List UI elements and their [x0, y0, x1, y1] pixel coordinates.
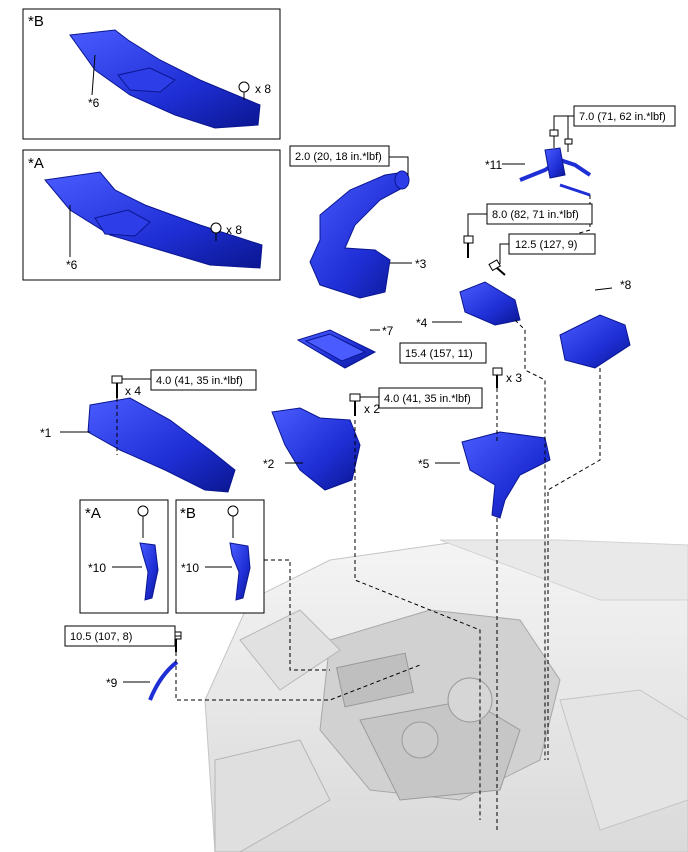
part-label-4: *4: [416, 316, 428, 330]
clip-icon: [210, 81, 250, 241]
bolt-icon: [349, 393, 361, 416]
part-4-ecu-bracket: [459, 281, 521, 326]
detail-b-part-label: *10: [181, 561, 199, 575]
torque-label-part-9: 10.5 (107, 8): [70, 631, 132, 643]
bolt-icon: [463, 235, 506, 276]
qty-label-part-2: x 2: [364, 402, 380, 416]
torque-callouts: [64, 105, 676, 647]
torque-label-part-1: 4.0 (41, 35 in.*lbf): [156, 375, 243, 387]
part-label-3: *3: [415, 257, 427, 271]
part-1-duct: [87, 397, 236, 493]
part-label-9: *9: [106, 676, 118, 690]
torque-label-part-4a: 8.0 (82, 71 in.*lbf): [492, 209, 579, 221]
qty-label-part-5: x 3: [506, 371, 522, 385]
detail-b-tag: *B: [180, 505, 196, 522]
part-10-hose: [137, 505, 251, 601]
torque-label-part-2: 4.0 (41, 35 in.*lbf): [384, 393, 471, 405]
part-label-5: *5: [418, 457, 430, 471]
bolt-icon: [111, 375, 123, 398]
part-9-hose: [148, 660, 179, 701]
part-11-wire-harness: [519, 147, 592, 197]
leader-lines: [60, 54, 613, 683]
part-label-7: *7: [382, 324, 394, 338]
detail-a-tag: *A: [85, 505, 101, 522]
part-8-cover: [559, 314, 631, 369]
inset-a-qty: x 8: [226, 223, 242, 237]
qty-label-part-1: x 4: [125, 384, 141, 398]
inset-b-tag: *B: [28, 13, 44, 30]
engine-compartment-illustration: [204, 539, 688, 852]
bolt-icon: [492, 367, 503, 388]
part-5-battery-tray: [461, 431, 551, 519]
inset-a-part-label: *6: [66, 258, 78, 272]
torque-label-part-11: 7.0 (71, 62 in.*lbf): [579, 111, 666, 123]
part-label-8: *8: [620, 278, 632, 292]
part-2-air-cleaner-case: [271, 407, 361, 491]
detail-a-part-label: *10: [88, 561, 106, 575]
dashed-guide-lines: [116, 195, 601, 830]
part-label-1: *1: [40, 426, 52, 440]
inset-a-tag: *A: [28, 155, 44, 172]
inset-b-qty: x 8: [255, 82, 271, 96]
part-label-2: *2: [263, 457, 275, 471]
part-3-air-cleaner-assembly: [309, 171, 409, 299]
torque-label-inlet: 2.0 (20, 18 in.*lbf): [295, 151, 382, 163]
torque-label-part-4b: 12.5 (127, 9): [515, 239, 577, 251]
part-label-11: *11: [485, 158, 502, 172]
inset-b-part-label: *6: [88, 96, 100, 110]
torque-label-part-5: 15.4 (157, 11): [405, 348, 473, 360]
